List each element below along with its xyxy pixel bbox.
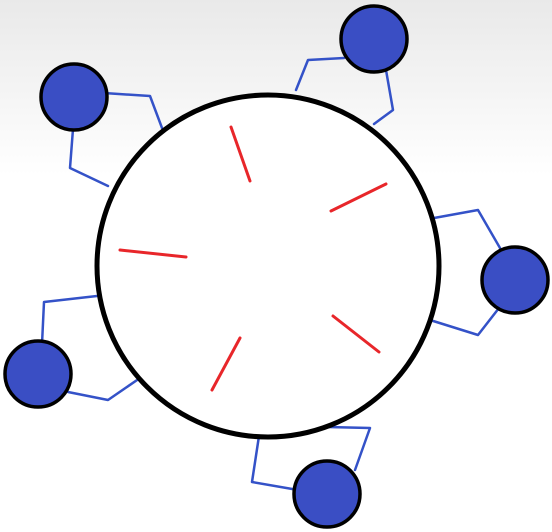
connector-top-left [102, 91, 164, 130]
connector-left [66, 376, 142, 402]
tick-group [118, 125, 388, 392]
tick-mark [118, 248, 188, 259]
node-top-left [39, 62, 109, 132]
central-circle [94, 92, 442, 440]
node-bottom [292, 459, 362, 529]
node-top-right [339, 4, 409, 74]
tick-mark [331, 314, 381, 354]
node-right [480, 245, 550, 315]
connector-right [432, 208, 502, 250]
connector-top-left [68, 114, 110, 188]
connector-top-right [294, 56, 346, 92]
tick-mark [329, 182, 388, 213]
connector-right [428, 306, 501, 337]
connector-bottom-right [325, 425, 372, 472]
connector-group [40, 56, 502, 492]
connector-left [40, 294, 99, 346]
tick-mark [210, 336, 242, 392]
node-group [3, 4, 550, 529]
connector-top-right [372, 68, 395, 126]
connector-bottom-right [250, 434, 300, 492]
tick-mark [229, 125, 252, 183]
node-left [3, 339, 73, 409]
